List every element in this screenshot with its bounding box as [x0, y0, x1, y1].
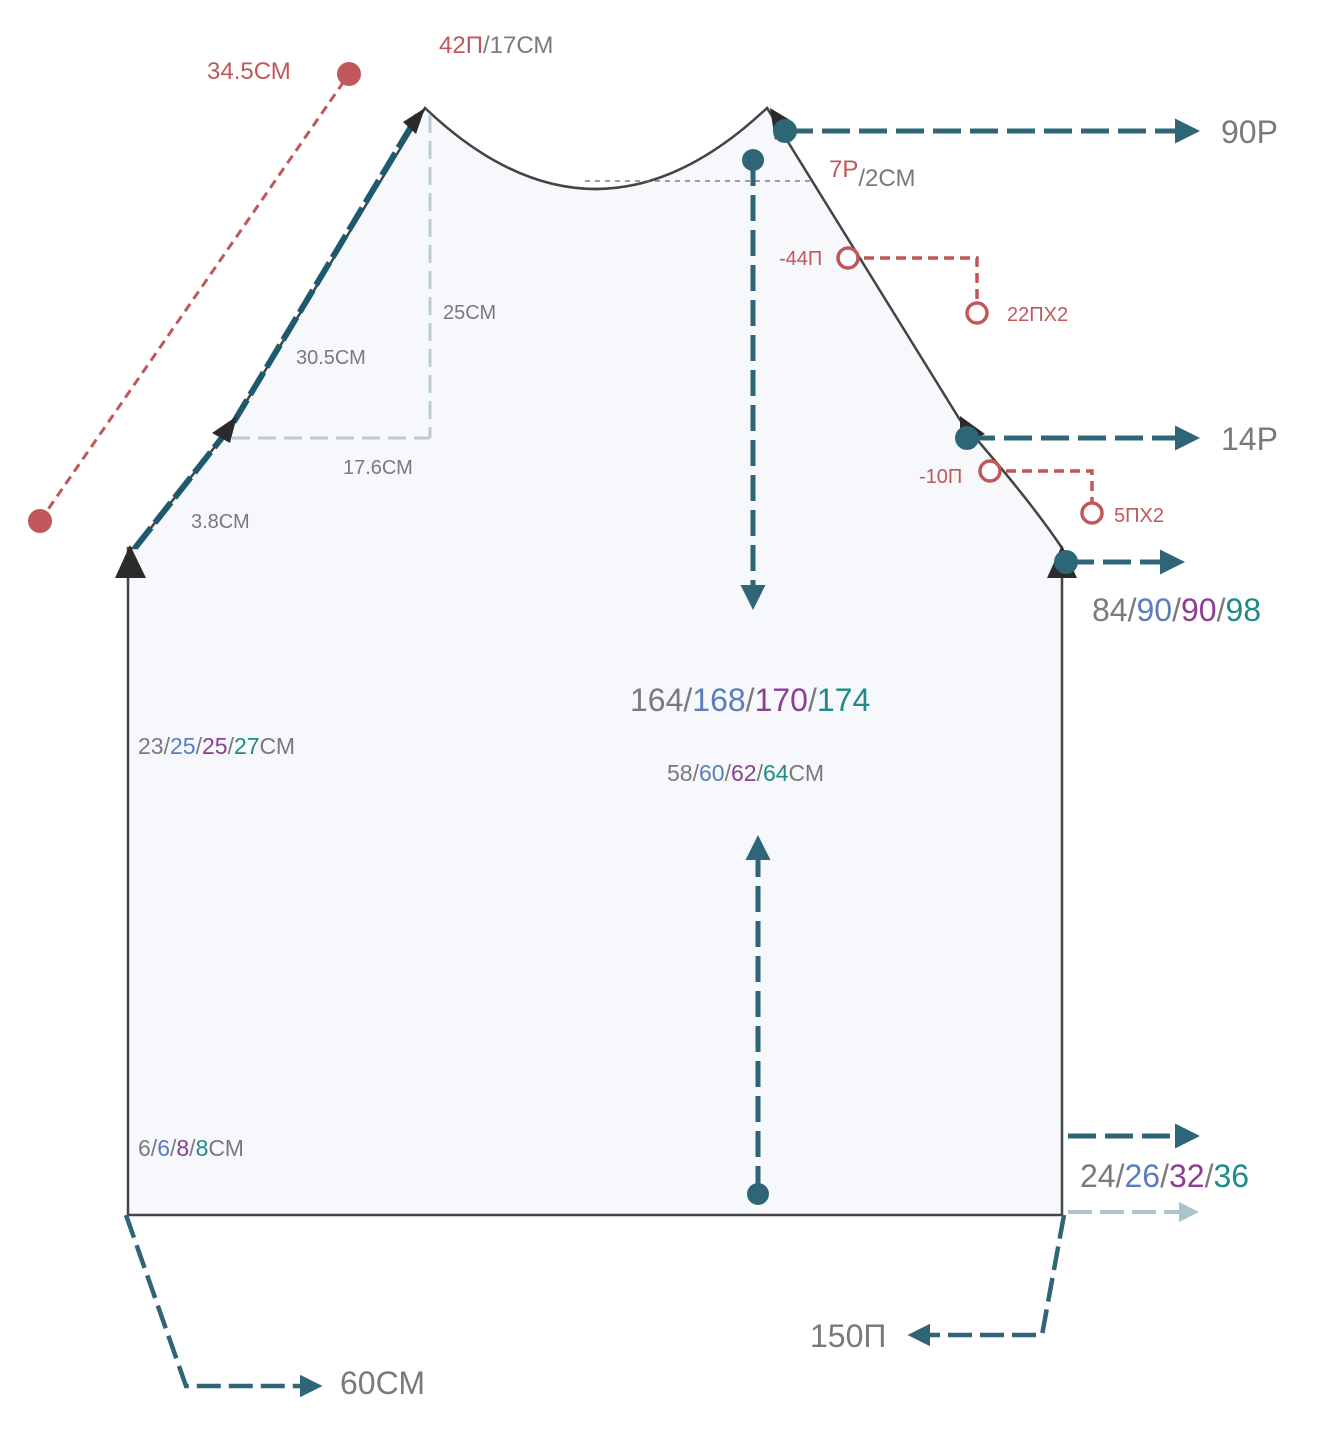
size-value-3: 62: [731, 760, 757, 786]
size-separator: /: [693, 760, 700, 786]
label-dec-5x2: 5ПХ2: [1114, 505, 1164, 527]
size-separator: /: [170, 1135, 177, 1161]
diagonal-length-dot-top: [337, 62, 361, 86]
size-value-3: 90: [1181, 592, 1217, 628]
diagonal-length-dot-bottom: [28, 509, 52, 533]
size-unit: СМ: [789, 760, 825, 786]
size-separator: /: [1172, 592, 1181, 628]
label-rib-height: 6/6/8/8СМ: [138, 1135, 244, 1161]
label-rib-rows: 24/26/32/36: [1080, 1158, 1249, 1194]
width-60-arrow: [123, 1214, 323, 1398]
size-value-3: 170: [755, 682, 808, 718]
label-neck-step-rows: 7Р: [829, 156, 858, 183]
size-separator: /: [228, 733, 235, 759]
label-neck-top-stitches: 42П: [439, 32, 483, 59]
label-neck-step-length: /2СМ: [858, 165, 915, 192]
size-value-2: 60: [699, 760, 725, 786]
armhole-rows-dot: [1054, 550, 1078, 574]
dec-10-ring: [978, 459, 1002, 483]
size-separator: /: [189, 1135, 196, 1161]
raglan-arrowhead-top: [403, 108, 425, 134]
diagonal-length-line: [38, 73, 351, 522]
size-value-3: 8: [176, 1135, 189, 1161]
dec-44-connector: [848, 256, 979, 313]
label-total-rows: 164/168/170/174: [630, 682, 870, 718]
dec-10-connector: [990, 469, 1094, 513]
size-value-2: 25: [170, 733, 196, 759]
stitches-150-arrow: [907, 1214, 1067, 1347]
label-width-60: 60СМ: [340, 1365, 425, 1401]
label-dec-22x2: 22ПХ2: [1007, 304, 1068, 326]
label-rows-14: 14Р: [1221, 421, 1278, 457]
size-value-2: 90: [1136, 592, 1172, 628]
size-value-4: 8: [196, 1135, 209, 1161]
center-down-dot: [742, 149, 764, 171]
label-neck-step: 7Р/2СМ: [829, 156, 915, 192]
rows-14-dot: [955, 426, 979, 450]
dec-5x2-ring: [1080, 501, 1104, 525]
label-stitches-150: 150П: [810, 1318, 886, 1354]
label-raglan-30: 30.5СМ: [296, 347, 366, 369]
size-value-3: 25: [202, 733, 228, 759]
label-dec-44: -44П: [779, 248, 822, 270]
size-separator: /: [1116, 1158, 1125, 1194]
label-dec-10: -10П: [919, 466, 962, 488]
rows-90-dot: [773, 119, 797, 143]
size-separator: /: [1217, 592, 1226, 628]
size-separator: /: [808, 682, 817, 718]
label-body-length: 58/60/62/64СМ: [667, 760, 824, 786]
size-separator: /: [196, 733, 203, 759]
label-diag-length: 34.5СМ: [207, 58, 291, 85]
size-value-1: 24: [1080, 1158, 1116, 1194]
size-unit: СМ: [260, 733, 296, 759]
size-value-1: 58: [667, 760, 693, 786]
size-separator: /: [164, 733, 171, 759]
garment-outline: [126, 106, 1064, 1217]
size-value-4: 174: [817, 682, 870, 718]
size-separator: /: [1205, 1158, 1214, 1194]
size-separator: /: [683, 682, 692, 718]
label-width-176: 17.6СМ: [343, 457, 413, 479]
size-separator: /: [746, 682, 755, 718]
size-value-1: 164: [630, 682, 683, 718]
size-value-4: 27: [234, 733, 260, 759]
size-value-1: 6: [138, 1135, 151, 1161]
label-side-length: 23/25/25/27СМ: [138, 733, 295, 759]
size-value-2: 26: [1124, 1158, 1160, 1194]
size-separator: /: [151, 1135, 158, 1161]
dec-44-ring: [836, 246, 860, 270]
size-separator: /: [1128, 592, 1137, 628]
label-neck-top-length: /17СМ: [483, 32, 553, 59]
size-separator: /: [1160, 1158, 1169, 1194]
size-value-4: 98: [1225, 592, 1261, 628]
label-rows-90: 90Р: [1221, 114, 1278, 150]
raglan-arrowhead-bottom: [115, 545, 146, 578]
label-raglan-38: 3.8СМ: [191, 511, 250, 533]
size-separator: /: [757, 760, 764, 786]
center-up-dot: [747, 1183, 769, 1205]
dec-22x2-ring: [965, 301, 989, 325]
size-unit: СМ: [208, 1135, 244, 1161]
size-value-4: 64: [763, 760, 789, 786]
size-value-1: 23: [138, 733, 164, 759]
raglan-dashed-path: [132, 113, 421, 550]
label-armhole-rows: 84/90/90/98: [1092, 592, 1261, 628]
label-neck-top: 42П/17СМ: [439, 32, 553, 59]
raglan-arrowhead-mid: [212, 416, 237, 443]
size-value-4: 36: [1213, 1158, 1249, 1194]
size-value-2: 168: [692, 682, 745, 718]
label-height-25: 25СМ: [443, 302, 496, 324]
size-value-2: 6: [157, 1135, 170, 1161]
size-value-3: 32: [1169, 1158, 1205, 1194]
size-separator: /: [725, 760, 732, 786]
size-value-1: 84: [1092, 592, 1128, 628]
